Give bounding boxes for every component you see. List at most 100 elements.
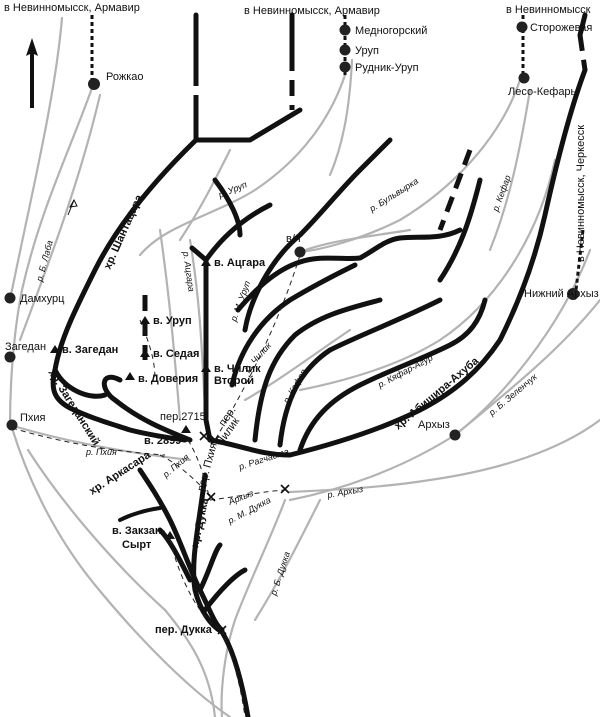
label-river-bulvyrka: р. Бульвырка: [367, 176, 420, 214]
road-west-valley: [26, 448, 217, 717]
pass-arkhyz-icon: [280, 484, 290, 494]
label-ridge-shantsatsara: хр. Шантацара: [102, 192, 146, 271]
road-mid-north: [178, 148, 232, 242]
label-peak-urup: в. Уруп: [153, 315, 192, 327]
road-chilik: [243, 328, 352, 402]
road-pkhiya-river: [8, 423, 192, 462]
flow-arrow-icon: [67, 198, 78, 216]
label-peak-sedaya: в. Седая: [153, 348, 199, 360]
peak-doveriya-icon: [125, 372, 135, 380]
label-rudnik: Рудник-Уруп: [355, 62, 419, 74]
label-pass-dukka: пер. Дукка: [155, 624, 213, 636]
label-urup: Уруп: [355, 45, 379, 57]
label-nizhny-1: Нижний Архыз: [524, 288, 599, 300]
settlement-medno-dot: [339, 24, 351, 36]
ridge-dashed-3: [437, 149, 473, 231]
road-west-edge: [8, 16, 64, 302]
road-arkhyz-east: [288, 418, 600, 494]
road-vch: [298, 228, 412, 254]
ridge-chilik-1: [229, 262, 358, 388]
settlements-layer: [4, 21, 579, 441]
settlement-rudnik-dot: [339, 61, 351, 73]
settlement-storozh-dot: [516, 21, 528, 33]
trail-urup: [139, 319, 156, 381]
label-medno: Медногорский: [355, 25, 427, 37]
top-label-right: в Невинномысск: [506, 4, 591, 16]
ridge-zagedansky: [52, 367, 108, 399]
settlement-arkhyz-dot: [449, 429, 461, 441]
label-peak-chilik-2: Второй: [214, 375, 254, 387]
label-vch: в/ч: [286, 233, 301, 245]
trail-pkhiya-pass: [159, 454, 211, 496]
ridge-abishira-upper: [577, 12, 588, 38]
label-pass-2715: пер.2715: [160, 411, 206, 423]
top-label-center: в Невинномысск, Армавир: [244, 5, 380, 17]
road-arkhyz: [453, 248, 592, 437]
ridge-aktsara-top: [203, 202, 273, 263]
pass-chilik-icon: [210, 435, 220, 445]
label-ridge-dukka: хр. Дукка: [189, 496, 211, 548]
peak-sedaya-icon: [140, 349, 150, 357]
north-arrow-icon: [26, 38, 38, 108]
ridge-dukka: [191, 472, 251, 717]
pass-pkhiya-icon: [206, 492, 216, 502]
ridge-dashed-4: [577, 34, 588, 71]
ridge-dukka-spur-2: [202, 567, 248, 613]
ridge-dukka-spur-1: [197, 542, 223, 593]
label-rozhkao: Рожкао: [106, 71, 144, 83]
road-dukka-valley: [220, 498, 287, 717]
trail-vch: [214, 254, 301, 441]
ridge-kefar: [277, 297, 443, 448]
rail-southeast: [574, 229, 585, 291]
label-peak-zagedan: в. Загедан: [62, 344, 118, 356]
peaks-layer: [50, 258, 211, 539]
ridge-chilik-2: [252, 297, 383, 443]
ridge-aktsara: [189, 245, 213, 443]
label-pass-pkhiya: пер. Пхия: [195, 442, 219, 493]
label-zagedan: Загедан: [5, 341, 46, 353]
label-pkhiya: Пхия: [20, 412, 46, 424]
ridge-east: [437, 177, 483, 283]
label-storozh: Сторожевая: [530, 22, 592, 34]
settlement-vch-dot: [294, 246, 306, 258]
ridge-m-urup: [242, 137, 393, 333]
peak-urup-icon: [140, 316, 150, 324]
ridge-arkasara: [137, 467, 225, 633]
pass-dukka-icon: [217, 625, 227, 635]
label-peak-chilik-1: в. Чилик: [214, 363, 261, 375]
label-peak-zakzan-1: в. Закзан-: [112, 525, 165, 537]
road-kefar-valley: [488, 88, 532, 252]
label-lesokefar: Лесо-Кефарь: [508, 86, 577, 98]
label-peak-2899: в. 2899: [144, 435, 181, 447]
road-kefar-lower: [298, 158, 557, 392]
trail-zakzan: [169, 539, 223, 631]
road-urup-main: [138, 73, 347, 257]
peak-zakzan-icon: [165, 531, 175, 539]
ridge-center-spur: [101, 375, 193, 443]
road-b-dukka: [253, 498, 322, 622]
road-pkhiya-south: [10, 426, 232, 717]
label-river-b-dukka: р. Б. Дукка: [268, 550, 292, 597]
label-river-pkhiya: р. Пхия: [85, 447, 117, 457]
top-label-left: в Невинномысск, Армавир: [4, 2, 140, 14]
ridge-kefar-2: [297, 297, 488, 453]
label-river-kefar-mid: р. Кефар: [281, 367, 309, 406]
label-arkhyz: Архыз: [418, 419, 450, 431]
passes-layer: [199, 431, 290, 635]
ridge-south-west: [118, 506, 162, 522]
settlement-damkhurts-dot: [4, 292, 16, 304]
peak-2899-icon: [181, 425, 191, 433]
ridges-layer: [50, 12, 588, 717]
label-river-aktsara: р. Ацгара: [181, 250, 197, 293]
label-damkhurts: Дамхурц: [20, 293, 65, 305]
label-peak-atsgara: в. Ацгара: [214, 257, 266, 269]
settlement-nizhny-dot: [567, 288, 579, 300]
peak-zagedan-icon: [50, 345, 60, 353]
road-rozhkao: [8, 86, 94, 427]
side-label-right: в Невинномысск, Черкесск: [575, 125, 587, 262]
peak-atsgara-icon: [201, 258, 211, 266]
peak-chilik-icon: [201, 364, 211, 372]
ridge-south-spur: [157, 527, 193, 583]
ridge-main: [207, 67, 588, 458]
